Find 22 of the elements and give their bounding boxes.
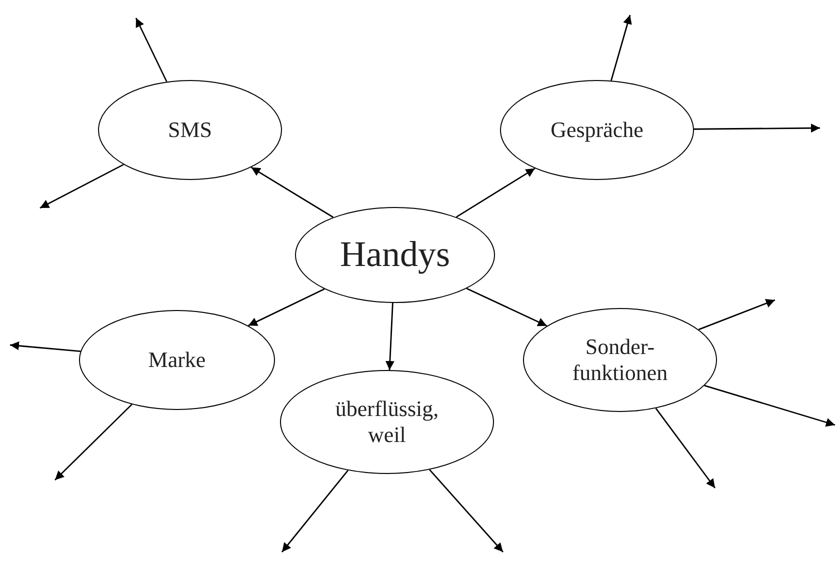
arrow [54, 404, 132, 480]
arrow [281, 470, 348, 552]
arrow [429, 469, 504, 552]
arrow [655, 408, 716, 488]
arrow [610, 14, 632, 81]
arrow [10, 341, 81, 352]
arrow [704, 384, 836, 427]
arrow [466, 288, 548, 326]
arrow [456, 168, 536, 218]
arrow [40, 164, 124, 209]
node-label: Gespräche [550, 116, 644, 144]
node-label: Handys [340, 233, 450, 276]
node-label: Marke [148, 346, 206, 374]
arrow [694, 124, 820, 133]
arrow [135, 18, 168, 82]
arrow [698, 299, 776, 330]
arrow [250, 166, 334, 218]
node-label: SMS [168, 116, 212, 144]
node-label: überflüssig, weil [334, 396, 440, 448]
arrow [248, 288, 325, 326]
arrow [385, 302, 394, 370]
node-label: Sonder- funktionen [571, 334, 669, 386]
